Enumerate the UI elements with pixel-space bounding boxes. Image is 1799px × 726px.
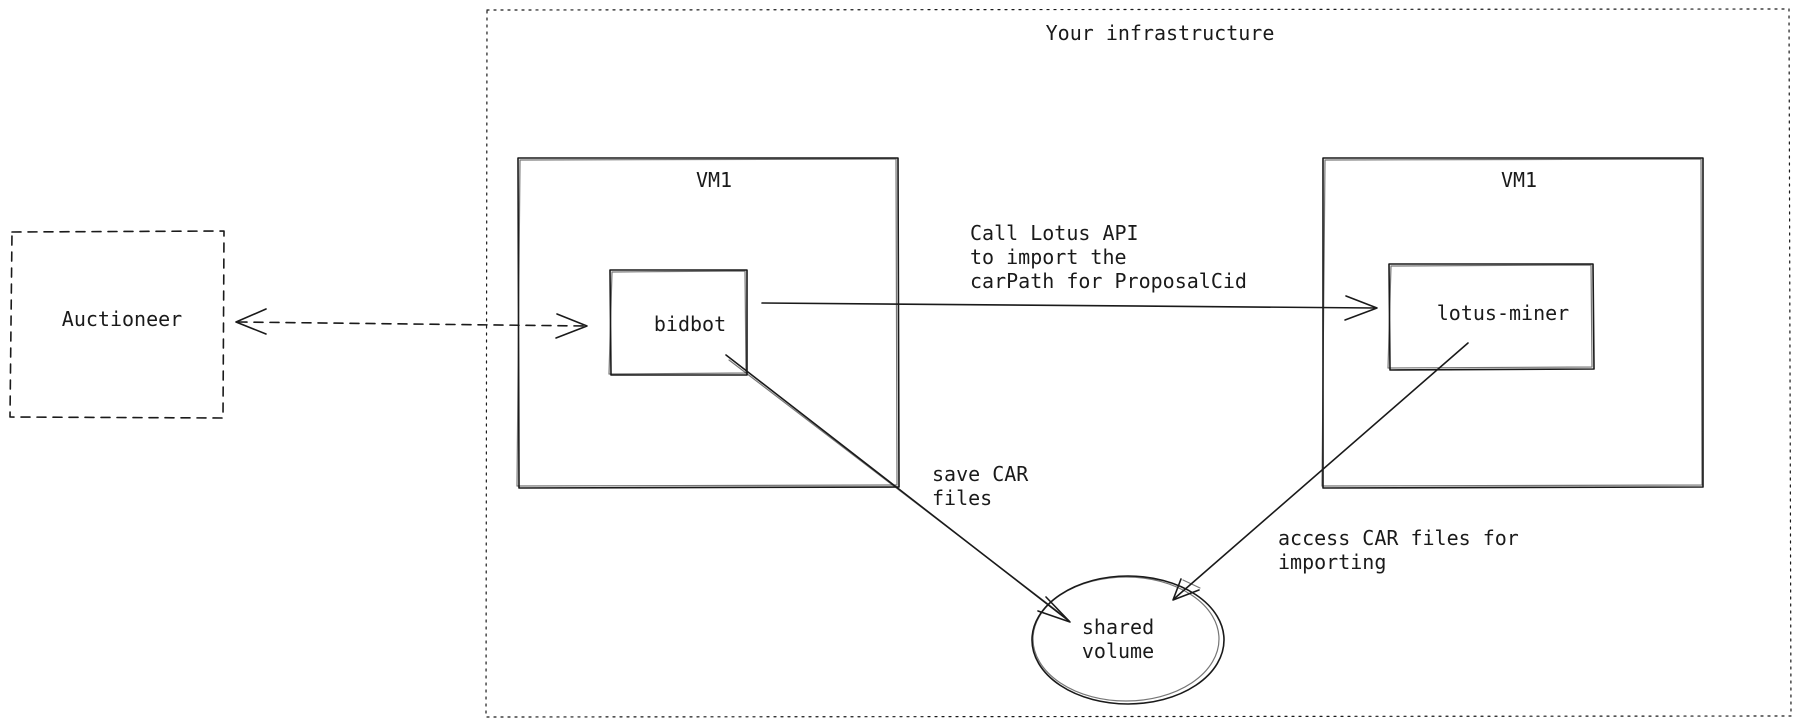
- vm-left-node: VM1: [516, 157, 900, 489]
- bidbot-to-volume-arrow: save CAR files: [725, 354, 1071, 623]
- save-car-label-line1: save CAR: [932, 462, 1029, 486]
- bidbot-node: bidbot: [608, 269, 748, 376]
- bidbot-to-lotus-arrow: Call Lotus API to import the carPath for…: [761, 221, 1378, 321]
- auctioneer-label: Auctioneer: [62, 307, 182, 331]
- access-car-label-line1: access CAR files for: [1278, 526, 1519, 550]
- vm-right-node: VM1: [1321, 157, 1704, 489]
- access-car-label-line2: importing: [1278, 550, 1386, 574]
- lotus-api-label-line1: Call Lotus API: [970, 221, 1139, 245]
- lotus-api-label-line2: to import the: [970, 245, 1127, 269]
- lotus-to-volume-arrow: access CAR files for importing: [1172, 342, 1519, 601]
- vm-right-label: VM1: [1501, 168, 1537, 192]
- save-car-label-line2: files: [932, 486, 992, 510]
- shared-volume-label-line1: shared: [1082, 615, 1154, 639]
- lotus-api-label-line3: carPath for ProposalCid: [970, 269, 1247, 293]
- shared-volume-node: shared volume: [1031, 575, 1225, 705]
- infrastructure-boundary: Your infrastructure: [485, 8, 1792, 718]
- vm-left-label: VM1: [696, 168, 732, 192]
- infrastructure-label: Your infrastructure: [1046, 21, 1275, 45]
- shared-volume-label-line2: volume: [1082, 639, 1154, 663]
- auctioneer-bidbot-arrow: [235, 308, 588, 339]
- bidbot-label: bidbot: [654, 312, 726, 336]
- lotus-miner-label: lotus-miner: [1437, 301, 1569, 325]
- auctioneer-node: Auctioneer: [9, 230, 225, 419]
- lotus-miner-node: lotus-miner: [1387, 263, 1595, 371]
